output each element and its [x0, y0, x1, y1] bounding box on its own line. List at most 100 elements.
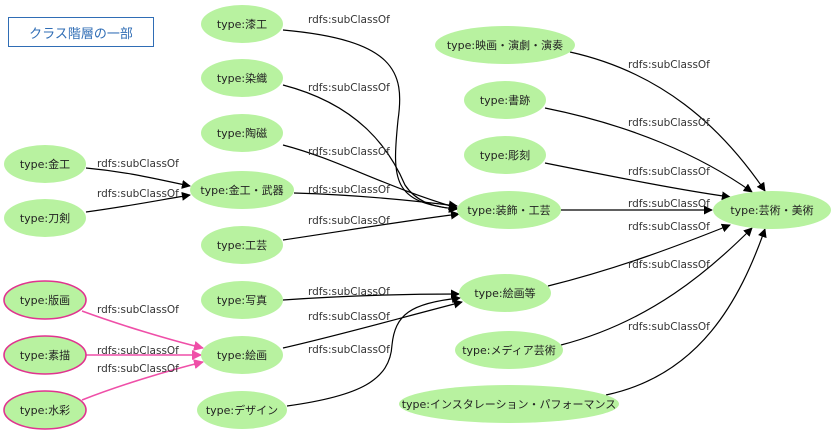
node-shape: [713, 191, 831, 229]
node-shape: [201, 114, 283, 152]
node-toji[interactable]: type:陶磁: [201, 114, 283, 152]
node-label: type:メディア芸術: [462, 343, 556, 357]
edge-label: rdfs:subClassOf: [97, 363, 179, 375]
node-install[interactable]: type:インスタレーション・パフォーマンス: [399, 385, 619, 423]
node-shape: [190, 171, 294, 209]
edge-label: rdfs:subClassOf: [628, 166, 710, 178]
edge-label: rdfs:subClassOf: [628, 321, 710, 333]
node-shape: [3, 335, 87, 375]
node-shape: [3, 390, 87, 430]
edge-label: rdfs:subClassOf: [628, 259, 710, 271]
edges-layer: [81, 29, 767, 407]
node-label: type:インスタレーション・パフォーマンス: [402, 398, 617, 411]
node-shape: [399, 385, 619, 423]
node-media[interactable]: type:メディア芸術: [455, 331, 563, 369]
node-label: type:写真: [217, 293, 267, 307]
node-label: type:素描: [20, 348, 70, 362]
node-shape: [4, 199, 86, 237]
edge-install-to-geijutsu: [605, 228, 767, 396]
node-label: type:絵画等: [474, 286, 535, 300]
node-label: type:工芸: [217, 239, 267, 252]
edge-label: rdfs:subClassOf: [628, 59, 710, 71]
node-shape: [457, 191, 561, 229]
node-senshoku[interactable]: type:染織: [201, 59, 283, 97]
node-shape: [464, 81, 546, 119]
node-shape: [197, 391, 287, 429]
edge-label: rdfs:subClassOf: [308, 82, 390, 94]
node-suisai[interactable]: type:水彩: [3, 390, 87, 430]
edge-label: rdfs:subClassOf: [97, 188, 179, 200]
edge-label: rdfs:subClassOf: [97, 304, 179, 316]
edge-kinko-to-kinko_buki: [85, 167, 191, 189]
edge-label: rdfs:subClassOf: [628, 117, 710, 129]
edge-label: rdfs:subClassOf: [628, 198, 710, 210]
node-label: type:絵画: [217, 348, 267, 362]
node-shape: [201, 226, 283, 264]
node-shashin[interactable]: type:写真: [201, 281, 283, 319]
node-chokoku[interactable]: type:彫刻: [464, 136, 546, 174]
node-sobyo[interactable]: type:素描: [3, 335, 87, 375]
node-geijutsu[interactable]: type:芸術・美術: [713, 191, 831, 229]
edge-label: rdfs:subClassOf: [308, 14, 390, 26]
edge-kaiga_to-to-geijutsu: [547, 223, 731, 287]
node-label: type:水彩: [20, 404, 70, 417]
node-shape: [455, 331, 563, 369]
node-label: type:芸術・美術: [730, 204, 813, 217]
edge-label: rdfs:subClassOf: [628, 221, 710, 233]
node-hanga[interactable]: type:版画: [3, 280, 87, 320]
nodes-layer: type:漆工 type:染織 type:陶磁 type:金工 type:刀剣 type:…: [3, 5, 831, 430]
node-eiga[interactable]: type:映画・演劇・演奏: [435, 26, 575, 64]
edge-shoseki-to-geijutsu: [544, 107, 753, 193]
node-urushi[interactable]: type:漆工: [201, 5, 283, 43]
edge-kaiga-to-kaiga_to: [282, 299, 463, 349]
node-label: type:金工: [20, 157, 70, 171]
node-label: type:陶磁: [217, 126, 267, 140]
edge-design-to-kaiga_to: [286, 294, 461, 407]
diagram-title: クラス階層の一部: [8, 17, 154, 47]
node-label: type:装飾・工芸: [467, 204, 550, 217]
node-token[interactable]: type:刀剣: [4, 199, 86, 237]
node-design[interactable]: type:デザイン: [197, 391, 287, 429]
node-shape: [201, 59, 283, 97]
edge-label: rdfs:subClassOf: [308, 286, 390, 298]
edge-token-to-kinko_buki: [85, 191, 191, 213]
node-kaiga_to[interactable]: type:絵画等: [459, 274, 551, 312]
node-kogei[interactable]: type:工芸: [201, 226, 283, 264]
edge-label: rdfs:subClassOf: [308, 146, 390, 158]
node-label: type:版画: [20, 293, 70, 307]
edge-label: rdfs:subClassOf: [308, 184, 390, 196]
edge-chokoku-to-geijutsu: [544, 162, 731, 201]
node-kinko_buki[interactable]: type:金工・武器: [190, 171, 294, 209]
node-shoseki[interactable]: type:書跡: [464, 81, 546, 119]
node-soshoku[interactable]: type:装飾・工芸: [457, 191, 561, 229]
node-label: type:刀剣: [20, 212, 70, 225]
node-label: type:漆工: [217, 18, 267, 31]
node-label: type:染織: [217, 71, 267, 85]
edge-suisai-to-kaiga: [81, 359, 204, 401]
node-shape: [435, 26, 575, 64]
edge-hanga-to-kaiga: [81, 310, 204, 351]
node-shape: [3, 280, 87, 320]
node-label: type:書跡: [480, 93, 530, 107]
node-shape: [201, 5, 283, 43]
node-shape: [464, 136, 546, 174]
node-shape: [4, 145, 86, 183]
node-kaiga[interactable]: type:絵画: [201, 336, 283, 374]
edge-kogei-to-soshoku: [282, 210, 460, 241]
edge-eiga-to-geijutsu: [569, 51, 766, 192]
node-shape: [201, 281, 283, 319]
node-shape: [459, 274, 551, 312]
node-label: type:彫刻: [480, 148, 530, 162]
edge-label: rdfs:subClassOf: [97, 345, 179, 357]
edge-urushi-to-soshoku: [282, 29, 458, 213]
node-kinko[interactable]: type:金工: [4, 145, 86, 183]
edge-shashin-to-kaiga_to: [282, 289, 460, 301]
edge-senshoku-to-soshoku: [282, 84, 458, 213]
edge-label: rdfs:subClassOf: [308, 344, 390, 356]
node-label: type:金工・武器: [200, 183, 283, 197]
node-shape: [201, 336, 283, 374]
edge-labels-layer: rdfs:subClassOf rdfs:subClassOf rdfs:subCl…: [97, 14, 710, 375]
edge-label: rdfs:subClassOf: [308, 311, 390, 323]
edge-label: rdfs:subClassOf: [97, 158, 179, 170]
